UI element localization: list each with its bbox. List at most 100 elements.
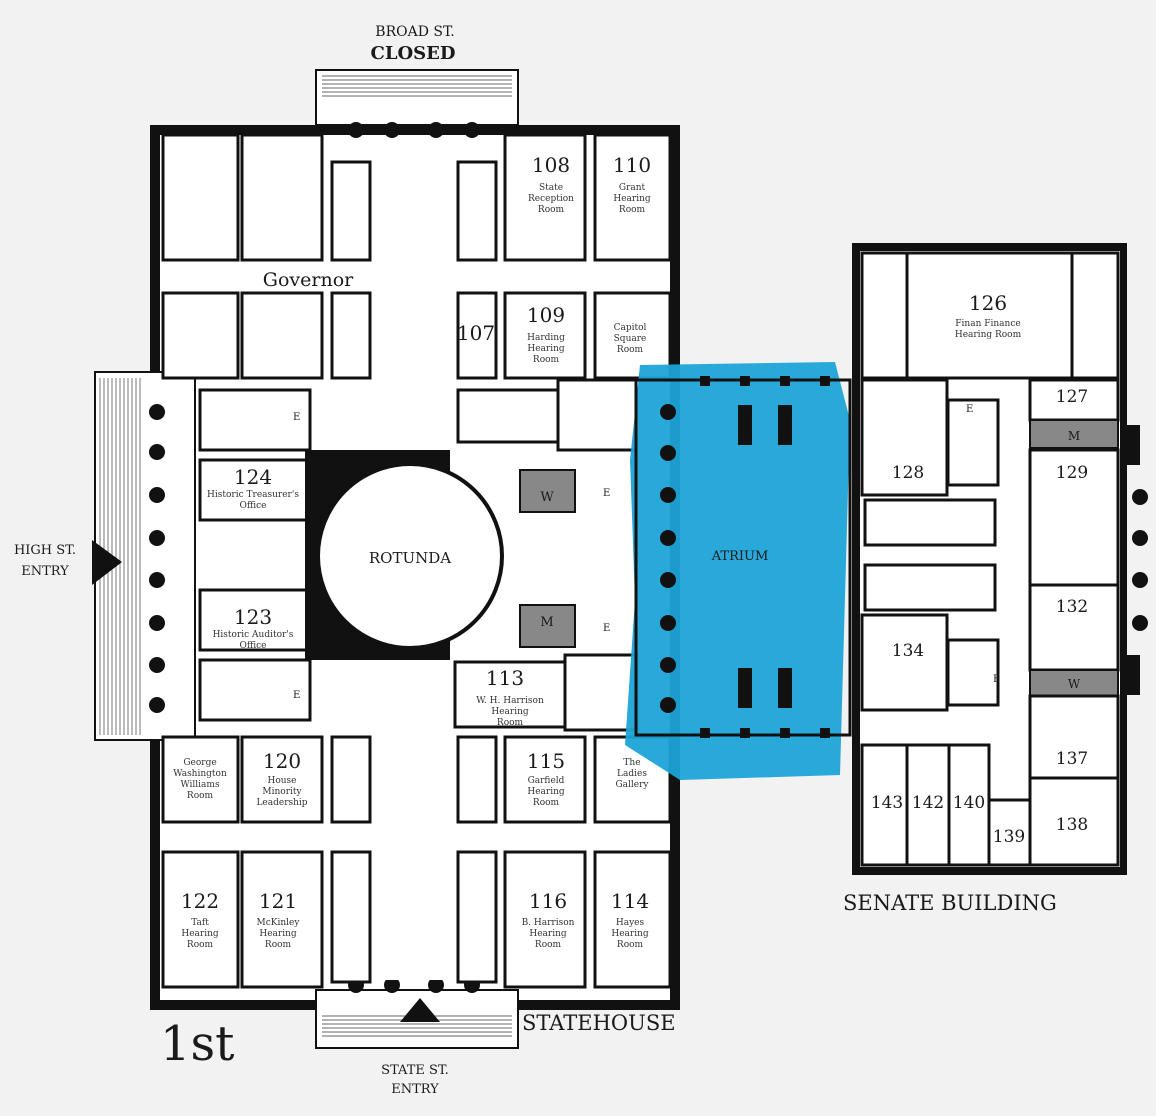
room-132[interactable]: 132 <box>1056 597 1088 617</box>
room-110[interactable]: 110 Grant Hearing Room <box>613 153 651 215</box>
room-name-line: Office <box>239 501 266 511</box>
broad-st-label: BROAD ST. <box>375 24 454 40</box>
room-number: 121 <box>259 889 297 913</box>
high-st-entry-label: ENTRY <box>21 564 69 579</box>
room-name-line: Hearing <box>527 344 565 354</box>
high-st-label: HIGH ST. <box>14 543 76 558</box>
room-124[interactable]: 124 Historic Treasurer's Office <box>207 465 299 511</box>
room-139[interactable]: 139 <box>993 827 1025 847</box>
room-number: 123 <box>234 605 272 629</box>
room-name-line: Washington <box>173 769 227 779</box>
room-number: 113 <box>486 666 524 690</box>
room-number: 115 <box>527 749 565 773</box>
elevator-icon[interactable]: E <box>966 404 973 415</box>
room-120[interactable]: 120 House Minority Leadership <box>256 749 307 808</box>
room-137[interactable]: 137 <box>1056 749 1088 769</box>
room-name-line: Harding <box>527 333 565 343</box>
atrium-area[interactable] <box>625 362 852 780</box>
room-140[interactable]: 140 <box>953 793 985 813</box>
elevator-icon[interactable]: E <box>293 690 300 701</box>
senate-building-label: SENATE BUILDING <box>843 891 1057 915</box>
room-name-line: Capitol <box>614 323 647 333</box>
room-109[interactable]: 109 Harding Hearing Room <box>527 303 565 365</box>
room-name-line: Historic Auditor's <box>213 630 294 640</box>
room-name-line: Hearing <box>527 787 565 797</box>
rotunda-label[interactable]: ROTUNDA <box>369 549 451 567</box>
room-134[interactable]: 134 <box>892 641 924 661</box>
high-st-entry-arrow-icon[interactable] <box>92 540 122 585</box>
room-123[interactable]: 123 Historic Auditor's Office <box>213 605 294 651</box>
room-name-line: Hayes <box>616 918 645 928</box>
room-113[interactable]: 113 W. H. Harrison Hearing Room <box>476 666 544 728</box>
room-name-line: Garfield <box>528 776 565 786</box>
room-number: 110 <box>613 153 651 177</box>
senate-building <box>852 243 1148 875</box>
room-name-line: Hearing <box>613 194 651 204</box>
room-name-line: Room <box>497 718 524 728</box>
room-name-line: Room <box>187 791 214 801</box>
room-name-line: Reception <box>528 194 574 204</box>
room-116[interactable]: 116 B. Harrison Hearing Room <box>522 889 575 950</box>
room-name-line: Room <box>617 940 644 950</box>
elevator-icon[interactable]: E <box>603 623 610 634</box>
room-name-line: Hearing Room <box>955 330 1022 340</box>
room-name-line: Room <box>535 940 562 950</box>
room-126[interactable]: 126 Finan Finance Hearing Room <box>955 291 1022 340</box>
room-name-line: Minority <box>262 787 302 797</box>
room-name-line: Room <box>538 205 565 215</box>
state-st-label: STATE ST. <box>381 1063 449 1078</box>
ladies-gallery[interactable]: The Ladies Gallery <box>615 758 649 790</box>
room-name-line: McKinley <box>257 918 301 928</box>
room-138[interactable]: 138 <box>1056 815 1088 835</box>
room-128[interactable]: 128 <box>892 463 924 483</box>
room-114[interactable]: 114 Hayes Hearing Room <box>611 889 649 950</box>
room-name-line: B. Harrison <box>522 918 575 928</box>
room-108[interactable]: 108 State Reception Room <box>528 153 574 215</box>
room-name-line: Room <box>265 940 292 950</box>
room-name-line: Leadership <box>256 798 307 808</box>
room-name-line: Office <box>239 641 266 651</box>
george-washington-williams-room[interactable]: George Washington Williams Room <box>173 758 227 801</box>
elevator-icon[interactable]: E <box>603 488 610 499</box>
room-name-line: George <box>183 758 216 768</box>
room-121[interactable]: 121 McKinley Hearing Room <box>257 889 301 950</box>
elevator-icon[interactable]: E <box>293 412 300 423</box>
room-name-line: Room <box>533 798 560 808</box>
elevator-icon[interactable]: E <box>993 674 1000 685</box>
room-name-line: Williams <box>180 780 220 790</box>
room-name-line: W. H. Harrison <box>476 696 544 706</box>
room-129[interactable]: 129 <box>1056 463 1088 483</box>
room-number: 109 <box>527 303 565 327</box>
mens-restroom[interactable]: M <box>540 615 553 630</box>
room-name-line: Room <box>187 940 214 950</box>
room-name-line: Ladies <box>617 769 647 779</box>
statehouse-building <box>94 69 680 1049</box>
womens-restroom[interactable]: W <box>540 490 554 505</box>
room-name-line: Gallery <box>615 780 649 790</box>
broad-st-closed-status: CLOSED <box>371 43 456 64</box>
room-122[interactable]: 122 Taft Hearing Room <box>181 889 219 950</box>
room-name-line: Square <box>614 334 647 344</box>
room-107[interactable]: 107 <box>457 321 495 345</box>
womens-restroom-senate[interactable]: W <box>1068 677 1081 691</box>
room-142[interactable]: 142 <box>912 793 944 813</box>
atrium-label[interactable]: ATRIUM <box>711 549 769 564</box>
state-st-entry-arrow-icon[interactable] <box>400 998 440 1022</box>
room-name-line: Hearing <box>611 929 649 939</box>
room-143[interactable]: 143 <box>871 793 903 813</box>
room-number: 120 <box>263 749 301 773</box>
room-number: 116 <box>529 889 567 913</box>
state-st-entry-label: ENTRY <box>391 1082 439 1097</box>
mens-restroom-senate[interactable]: M <box>1068 429 1080 443</box>
room-name-line: House <box>267 776 296 786</box>
capitol-square-room[interactable]: Capitol Square Room <box>614 323 647 355</box>
governor-label[interactable]: Governor <box>263 269 354 291</box>
room-name-line: Taft <box>191 918 209 928</box>
room-number: 122 <box>181 889 219 913</box>
room-115[interactable]: 115 Garfield Hearing Room <box>527 749 565 808</box>
room-name-line: Hearing <box>259 929 297 939</box>
room-name-line: Hearing <box>529 929 567 939</box>
room-number: 114 <box>611 889 649 913</box>
room-name-line: Room <box>533 355 560 365</box>
room-127[interactable]: 127 <box>1056 387 1088 407</box>
